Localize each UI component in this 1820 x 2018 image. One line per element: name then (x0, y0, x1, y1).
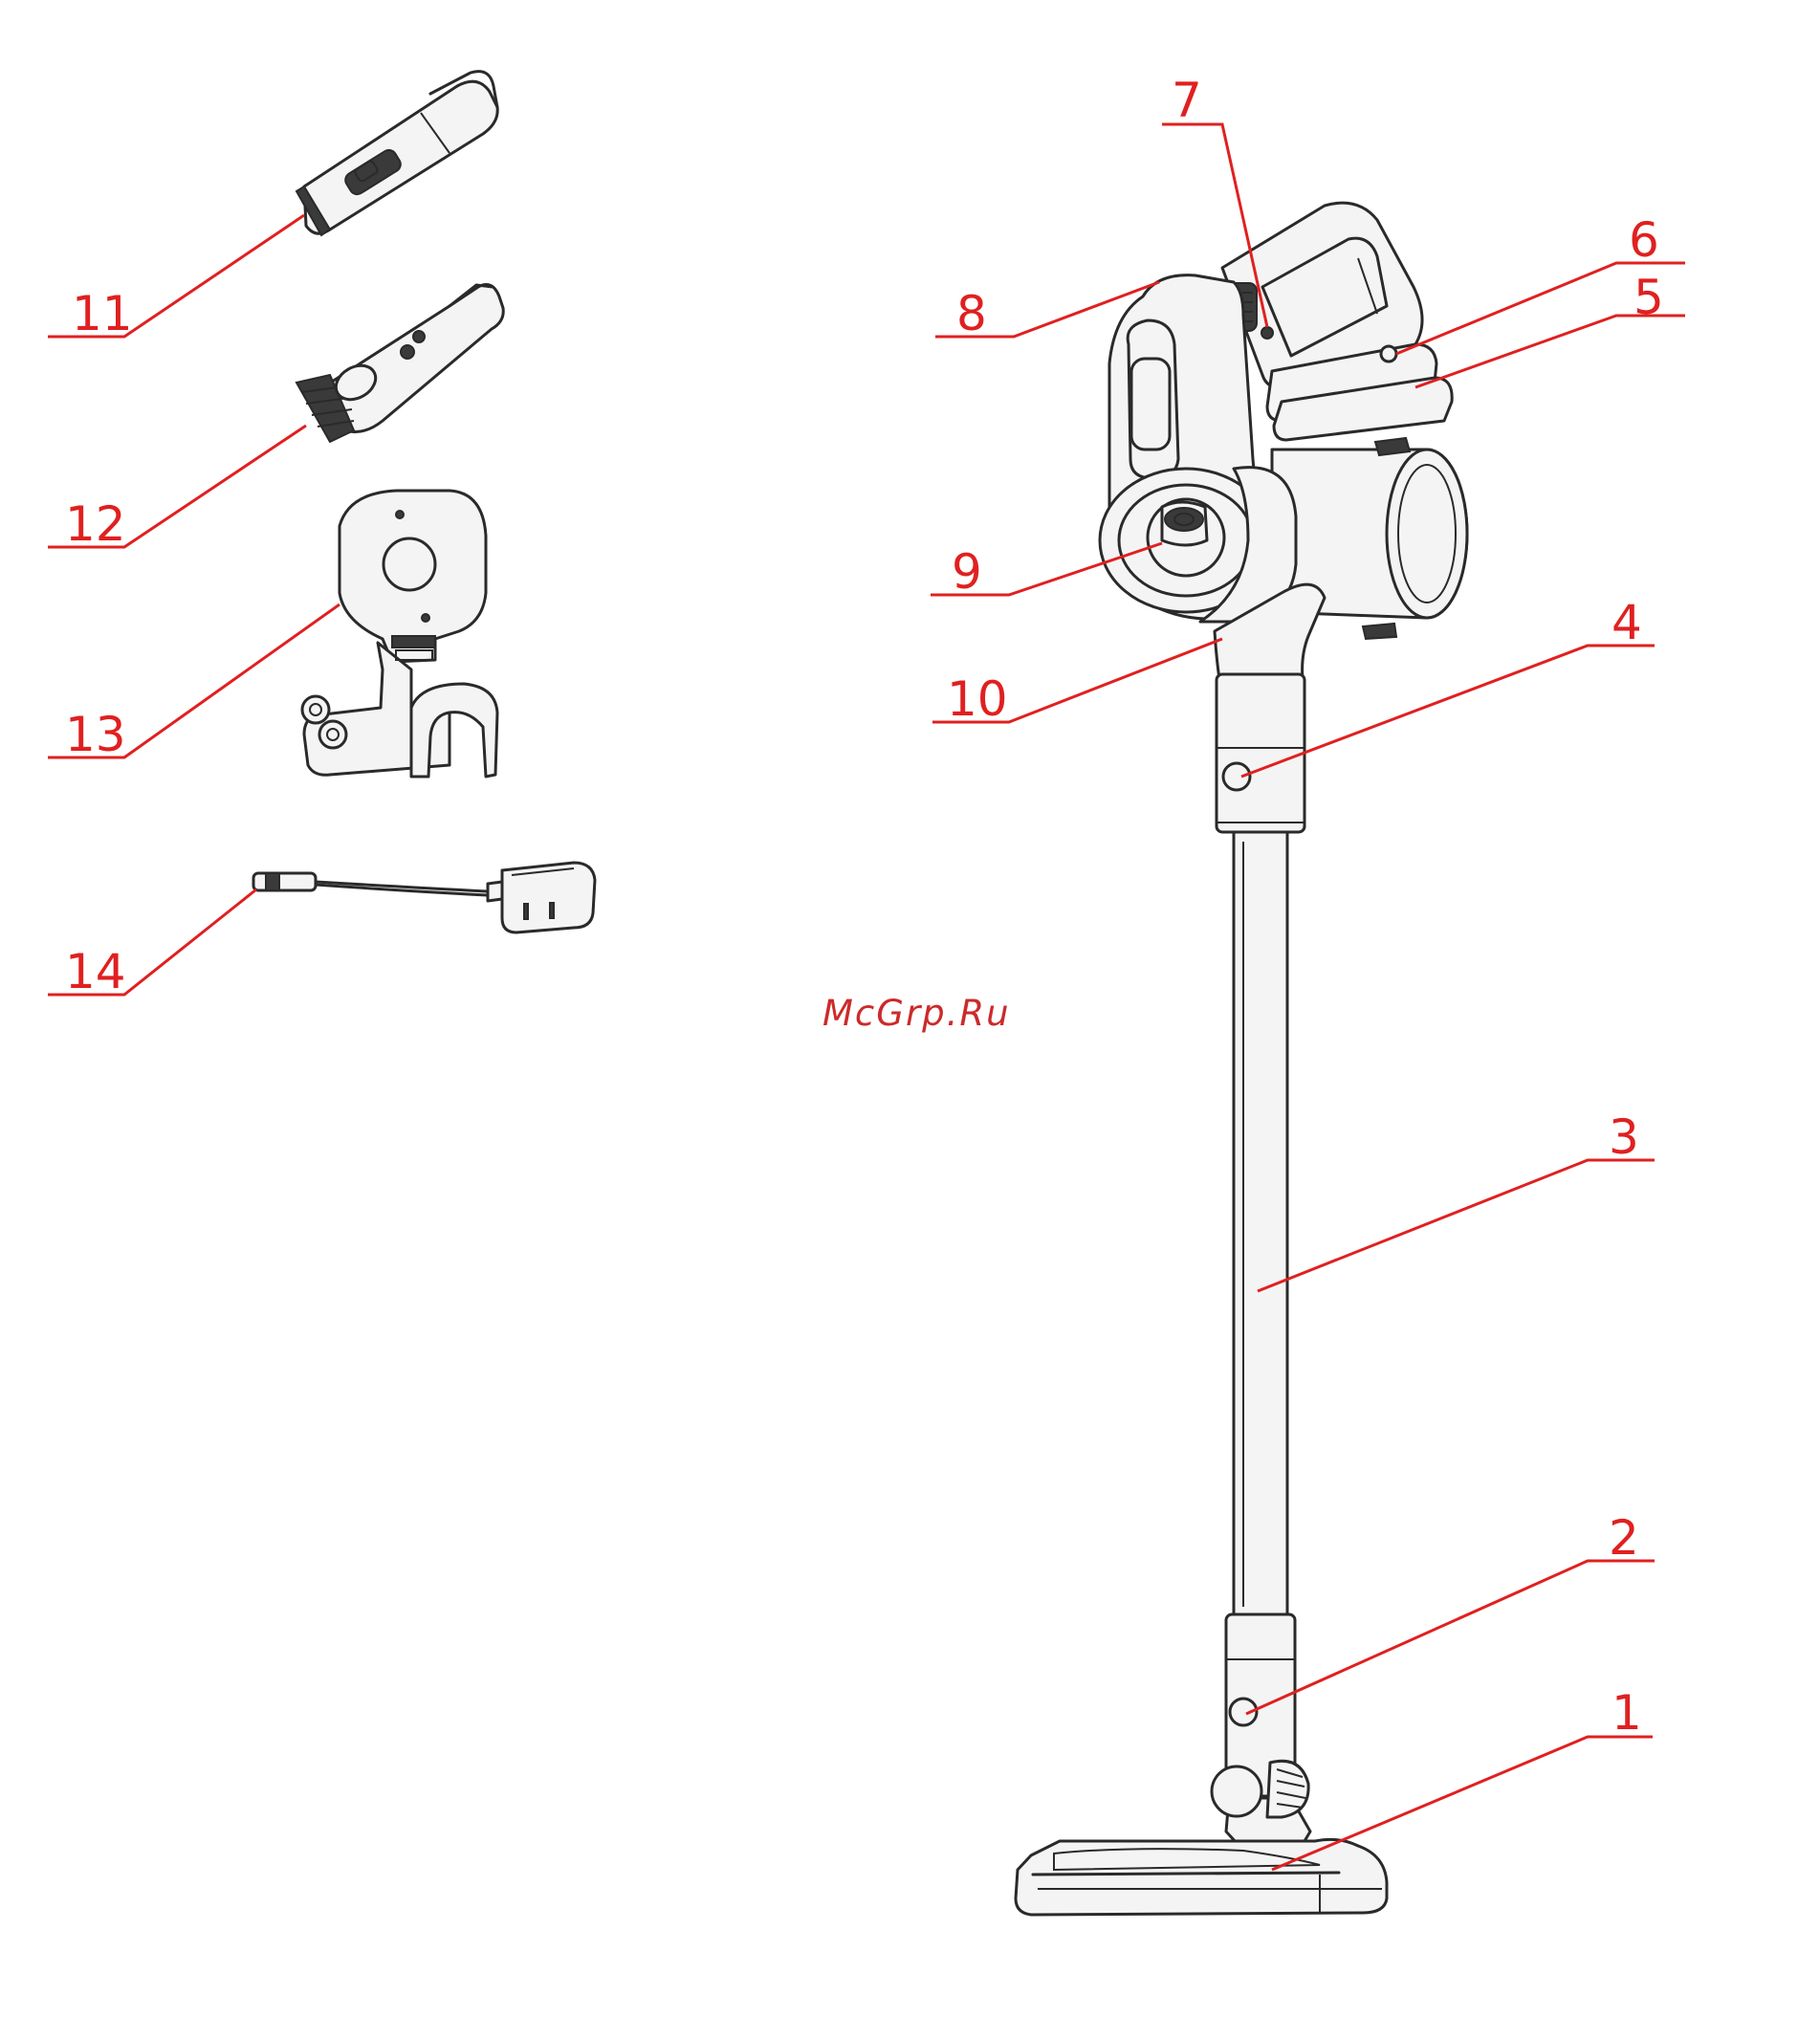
extension-tube (1217, 674, 1305, 1796)
callout-1: 1 (1612, 1685, 1642, 1741)
callout-3: 3 (1609, 1109, 1639, 1165)
floor-brush-head (1016, 1761, 1387, 1915)
charger (253, 863, 595, 932)
callout-11: 11 (72, 286, 133, 341)
callout-labels: 11 12 13 14 7 8 6 5 9 10 4 3 2 1 (65, 73, 1664, 1741)
callout-5: 5 (1634, 270, 1664, 325)
callout-13: 13 (65, 707, 126, 762)
callout-12: 12 (65, 496, 126, 552)
leader-3 (1258, 1160, 1655, 1291)
callout-6: 6 (1629, 212, 1659, 268)
callout-7: 7 (1172, 73, 1202, 128)
leader-5 (1415, 316, 1685, 387)
callout-9: 9 (952, 544, 982, 600)
crevice-tool (296, 72, 497, 235)
callout-10: 10 (947, 671, 1008, 727)
leader-2 (1246, 1561, 1655, 1714)
vacuum-main-unit (1100, 203, 1467, 679)
callout-8: 8 (956, 286, 987, 341)
watermark-text: McGrp.Ru (822, 993, 1011, 1034)
brush-tool (296, 285, 503, 442)
callout-14: 14 (65, 944, 126, 999)
callout-4: 4 (1612, 595, 1642, 650)
wall-mount (302, 491, 497, 777)
callout-2: 2 (1609, 1510, 1639, 1566)
